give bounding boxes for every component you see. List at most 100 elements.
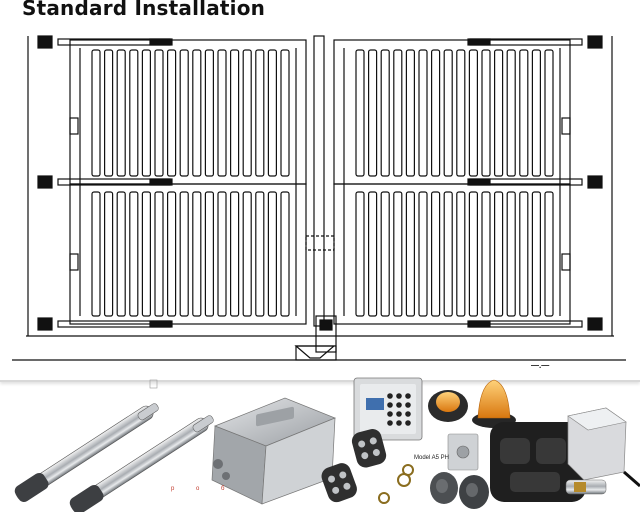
drop-bolt-housing	[315, 315, 337, 353]
left-picket	[217, 191, 227, 317]
right-picket	[506, 191, 516, 317]
left-picket	[280, 191, 290, 317]
right-picket	[368, 191, 378, 317]
keypad-key	[405, 411, 411, 417]
right-picket	[431, 191, 441, 317]
model-label: Model A5 PH	[414, 455, 450, 461]
hinge-bracket	[37, 317, 53, 331]
right-picket	[368, 49, 378, 177]
right-picket	[519, 191, 529, 317]
stile-clamp	[69, 253, 79, 271]
right-picket	[481, 191, 491, 317]
linear-actuator-arms	[14, 379, 214, 512]
actuator-mount	[467, 320, 491, 328]
warning-lamps	[428, 379, 516, 428]
actuator-mount	[149, 320, 173, 328]
left-picket	[167, 49, 177, 177]
left-picket	[141, 49, 151, 177]
right-picket	[355, 49, 365, 177]
right-picket	[355, 191, 365, 317]
part-reference-letters: p o б	[171, 486, 235, 492]
left-picket	[179, 49, 189, 177]
photocell-sensors	[430, 472, 489, 509]
right-picket	[418, 191, 428, 317]
keypad-key	[396, 411, 402, 417]
left-picket	[192, 191, 202, 317]
hinge-bracket	[587, 317, 603, 331]
control-box	[211, 397, 336, 505]
left-picket	[129, 49, 139, 177]
left-picket	[230, 191, 240, 317]
left-picket	[267, 49, 277, 177]
right-picket	[456, 49, 466, 177]
stile-clamp	[561, 253, 571, 271]
right-picket	[494, 191, 504, 317]
right-picket	[468, 191, 478, 317]
hinge-bracket	[37, 35, 53, 49]
right-picket	[544, 191, 554, 317]
drop-bolt	[319, 319, 333, 331]
ground-stop-base	[295, 345, 337, 361]
hinge-bracket	[37, 175, 53, 189]
right-picket	[481, 49, 491, 177]
right-picket	[494, 49, 504, 177]
left-picket	[103, 191, 114, 317]
left-picket	[116, 191, 126, 317]
keypad-key	[387, 402, 393, 408]
right-picket	[468, 49, 478, 177]
hinge-bracket	[587, 175, 603, 189]
right-picket	[506, 49, 516, 177]
installation-diagram-panel: Standard Installation —.—	[0, 0, 640, 382]
keypad-key	[405, 420, 411, 426]
right-picket	[405, 49, 415, 177]
left-picket	[167, 191, 177, 317]
carry-case-motor	[490, 407, 640, 502]
right-picket	[393, 49, 403, 177]
left-picket	[280, 49, 290, 177]
stile-clamp	[561, 117, 571, 135]
right-picket	[531, 49, 542, 177]
keypad-key	[387, 411, 393, 417]
right-picket	[393, 191, 403, 317]
hinge-bracket	[587, 35, 603, 49]
right-picket	[544, 49, 554, 177]
page-title: Standard Installation	[22, 0, 266, 20]
keypad-key	[387, 420, 393, 426]
left-picket	[204, 49, 214, 177]
left-picket	[242, 191, 252, 317]
keypad-key	[396, 402, 402, 408]
keypad-device	[353, 377, 423, 441]
left-picket	[230, 49, 240, 177]
left-picket	[267, 191, 277, 317]
right-picket	[380, 49, 390, 177]
diagram-marker: —.—	[531, 361, 550, 370]
left-picket	[154, 49, 164, 177]
actuator-mount	[149, 38, 173, 46]
right-picket	[418, 49, 428, 177]
product-kit-images	[14, 377, 640, 512]
left-picket	[103, 49, 114, 177]
remote-controls	[321, 429, 414, 504]
right-picket	[443, 191, 453, 317]
actuator-mount	[467, 178, 491, 186]
keypad-key	[405, 402, 411, 408]
left-picket	[179, 191, 189, 317]
right-picket	[380, 191, 390, 317]
left-picket	[91, 49, 101, 177]
left-picket	[255, 49, 265, 177]
keypad-key	[405, 393, 411, 399]
right-picket	[443, 49, 453, 177]
left-picket	[204, 191, 214, 317]
left-picket	[217, 49, 227, 177]
stile-clamp	[69, 117, 79, 135]
left-picket	[116, 49, 126, 177]
left-picket	[154, 191, 164, 317]
gate-installation-diagram	[12, 35, 626, 361]
actuator-mount	[467, 38, 491, 46]
center-post	[313, 35, 325, 327]
right-picket	[456, 191, 466, 317]
right-picket	[405, 191, 415, 317]
left-picket	[141, 191, 151, 317]
keypad-key	[396, 393, 402, 399]
keypad-key	[387, 393, 393, 399]
